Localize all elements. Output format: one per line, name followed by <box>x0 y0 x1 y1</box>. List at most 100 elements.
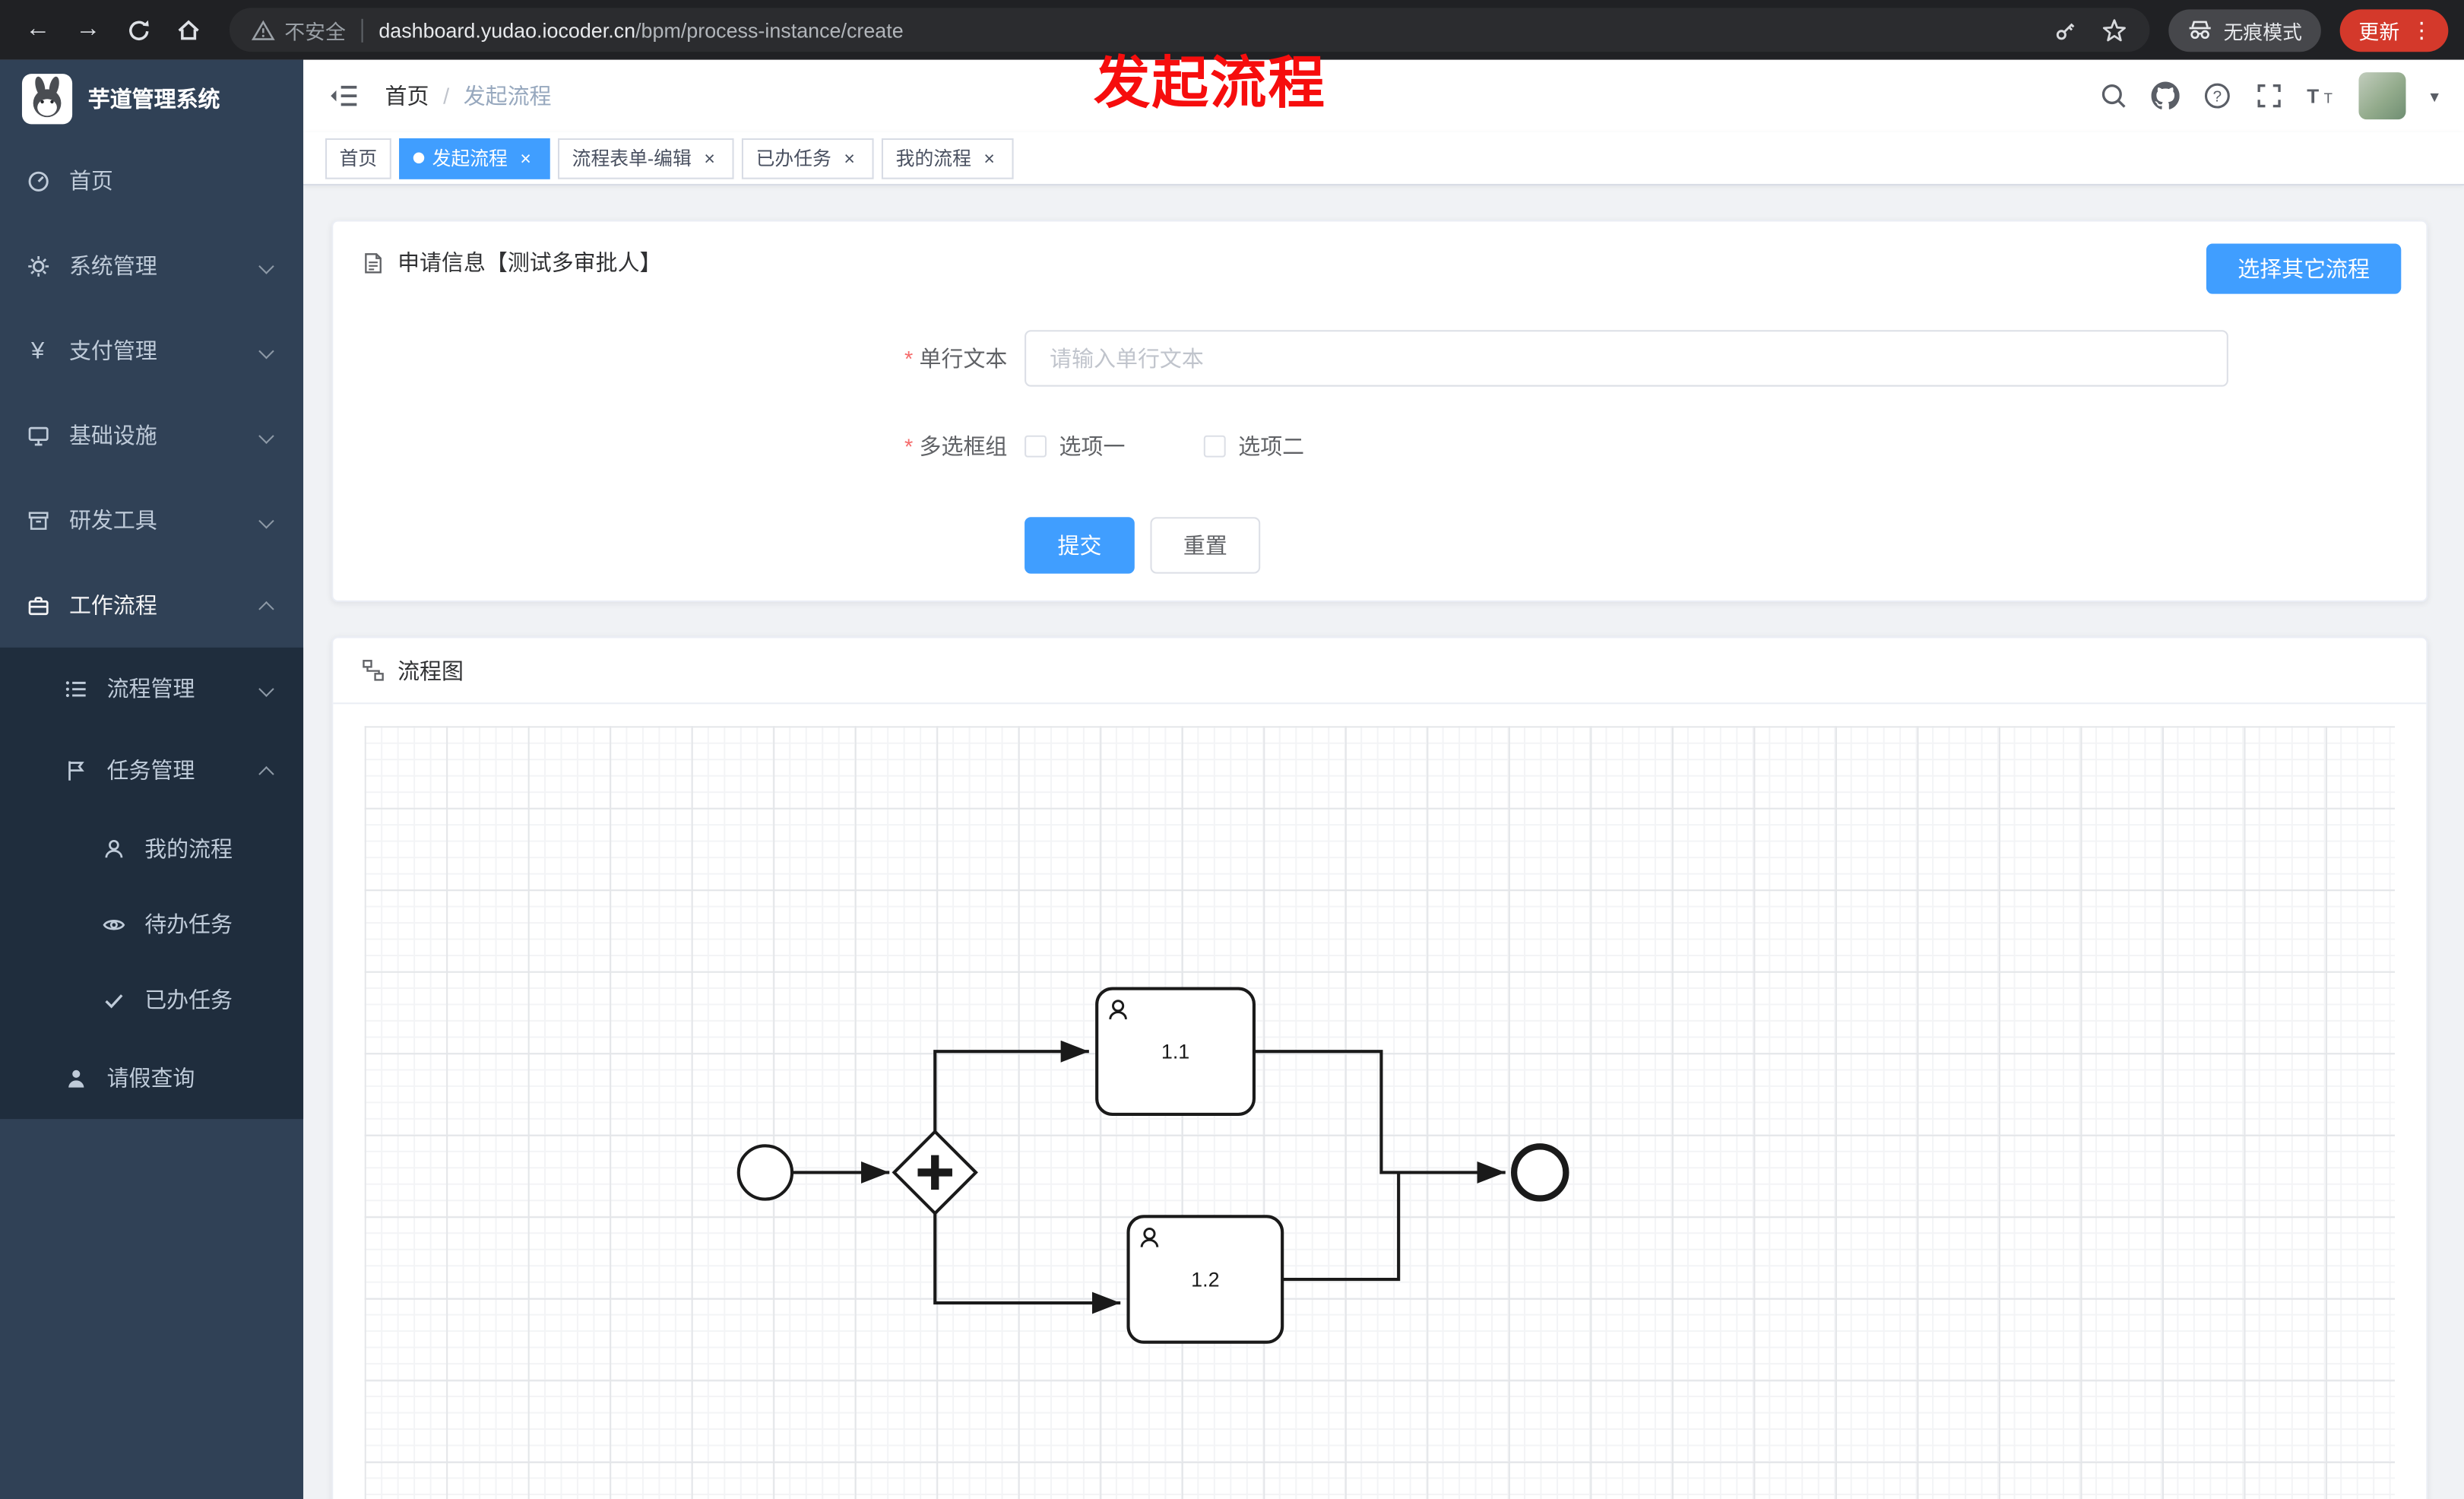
task-label: 1.2 <box>1191 1268 1219 1291</box>
sidebar-item-system[interactable]: 系统管理 <box>0 223 303 309</box>
fullscreen-icon[interactable] <box>2256 82 2284 110</box>
browser-update-button[interactable]: 更新 ⋮ <box>2339 8 2449 52</box>
sequence-flow <box>933 1213 1121 1314</box>
svg-text:T: T <box>2307 84 2320 107</box>
user-avatar[interactable] <box>2359 72 2407 120</box>
sidebar-item-payment[interactable]: ¥ 支付管理 <box>0 308 303 393</box>
close-tab-icon[interactable]: × <box>520 147 531 170</box>
sidebar: 芋道管理系统 首页 系统管理 ¥ 支付管理 基础设施 研发工具 工作 <box>0 59 304 1499</box>
tabs-bar: 首页 发起流程 × 流程表单-编辑 × 已办任务 × 我的流程 × <box>303 132 2464 185</box>
select-other-process-button[interactable]: 选择其它流程 <box>2206 243 2402 294</box>
apply-info-title: 申请信息【测试多审批人】 <box>362 247 661 278</box>
refresh-icon <box>125 17 151 43</box>
user-task-icon <box>1140 1228 1159 1247</box>
home-icon <box>175 16 203 44</box>
required-mark: * <box>904 345 914 371</box>
not-secure-warning-icon <box>251 18 275 42</box>
check-icon <box>100 987 125 1012</box>
avatar-caret-down-icon[interactable]: ▾ <box>2430 87 2439 106</box>
sidebar-item-task-management[interactable]: 任务管理 <box>0 729 303 811</box>
sidebar-item-done-tasks[interactable]: 已办任务 <box>0 962 303 1037</box>
reset-button[interactable]: 重置 <box>1150 517 1261 574</box>
sidebar-item-process-management[interactable]: 流程管理 <box>0 648 303 730</box>
submit-button[interactable]: 提交 <box>1025 517 1135 574</box>
bookmark-star-icon[interactable] <box>2101 17 2127 43</box>
close-tab-icon[interactable]: × <box>983 147 995 170</box>
close-tab-icon[interactable]: × <box>704 147 715 170</box>
eye-icon <box>100 911 125 936</box>
process-diagram-card: 流程图 <box>331 636 2428 1499</box>
tab-home[interactable]: 首页 <box>325 137 391 179</box>
close-tab-icon[interactable]: × <box>844 147 855 170</box>
bpmn-canvas[interactable]: 1.1 1.2 <box>364 726 2396 1499</box>
option-one-checkbox[interactable] <box>1025 435 1047 458</box>
option-two-label: 选项二 <box>1238 433 1305 459</box>
chevron-down-icon <box>258 427 274 443</box>
tab-done-tasks[interactable]: 已办任务 × <box>741 137 874 179</box>
user-task-1-1 <box>1095 987 1256 1116</box>
incognito-icon <box>2187 17 2212 43</box>
search-icon[interactable] <box>2100 82 2128 110</box>
sidebar-fold-button[interactable] <box>328 82 359 110</box>
dashboard-icon <box>25 168 50 193</box>
update-label: 更新 <box>2358 19 2400 43</box>
apply-info-card: 申请信息【测试多审批人】 选择其它流程 *单行文本 *多选框组 选项一 选项二 … <box>331 220 2428 602</box>
security-label: 不安全 <box>284 19 346 43</box>
chevron-down-icon <box>258 342 274 359</box>
sidebar-item-my-processes[interactable]: 我的流程 <box>0 811 303 886</box>
user-task-icon <box>1109 1000 1127 1020</box>
bpmn-diagram: 1.1 1.2 <box>736 987 1569 1344</box>
option-two-checkbox[interactable] <box>1203 435 1226 458</box>
sidebar-item-todo-tasks[interactable]: 待办任务 <box>0 886 303 962</box>
page-url: dashboard.yudao.iocoder.cn/bpm/process-i… <box>378 17 904 42</box>
yen-icon: ¥ <box>30 337 45 364</box>
sequence-flow <box>1253 1050 1506 1184</box>
option-one-label: 选项一 <box>1059 433 1126 459</box>
diagram-card-title: 流程图 <box>333 638 2427 705</box>
user-task-1-2 <box>1126 1215 1284 1344</box>
start-event <box>736 1144 794 1201</box>
document-icon <box>365 252 382 273</box>
chevron-down-icon <box>258 680 274 696</box>
chevron-down-icon <box>258 512 274 528</box>
breadcrumb: 首页 / 发起流程 <box>385 80 552 111</box>
browser-refresh-button[interactable] <box>116 8 160 52</box>
omnibox-divider <box>361 17 363 42</box>
active-dot-icon <box>413 152 425 164</box>
sidebar-logo[interactable]: 芋道管理系统 <box>0 60 303 138</box>
sidebar-item-workflow[interactable]: 工作流程 <box>0 563 303 648</box>
end-event <box>1510 1143 1569 1202</box>
checkbox-group-label: *多选框组 <box>904 433 1008 459</box>
svg-text:T: T <box>2325 90 2333 106</box>
incognito-badge: 无痕模式 <box>2168 8 2321 52</box>
key-icon[interactable] <box>2052 17 2079 43</box>
browser-home-button[interactable] <box>166 8 211 52</box>
person-icon <box>63 1066 88 1091</box>
incognito-label: 无痕模式 <box>2223 21 2303 43</box>
sidebar-item-leave-query[interactable]: 请假查询 <box>0 1038 303 1120</box>
flag-icon <box>63 758 88 783</box>
tab-start-process[interactable]: 发起流程 × <box>399 137 550 179</box>
sidebar-item-infrastructure[interactable]: 基础设施 <box>0 393 303 478</box>
sidebar-item-home[interactable]: 首页 <box>0 138 303 223</box>
breadcrumb-home-link[interactable]: 首页 <box>385 83 429 109</box>
breadcrumb-separator: / <box>443 83 450 109</box>
logo-rabbit-icon <box>21 74 73 125</box>
sequence-flow <box>933 1040 1089 1132</box>
back-arrow-icon: ← <box>25 15 51 43</box>
svg-text:?: ? <box>2214 88 2223 106</box>
browser-menu-icon[interactable]: ⋮ <box>2410 16 2433 42</box>
tab-form-edit[interactable]: 流程表单-编辑 × <box>558 137 734 179</box>
sidebar-item-devtools[interactable]: 研发工具 <box>0 478 303 563</box>
briefcase-icon <box>25 592 50 617</box>
tab-my-processes[interactable]: 我的流程 × <box>882 137 1014 179</box>
browser-back-button[interactable]: ← <box>16 8 60 52</box>
help-icon[interactable]: ? <box>2204 82 2232 110</box>
browser-forward-button[interactable]: → <box>66 8 110 52</box>
address-bar[interactable]: 不安全 dashboard.yudao.iocoder.cn/bpm/proce… <box>229 8 2150 52</box>
github-icon[interactable] <box>2152 81 2181 110</box>
workflow-submenu: 流程管理 任务管理 我的流程 待办任务 已办任务 请假 <box>0 647 304 1120</box>
single-line-text-input[interactable] <box>1025 330 2228 387</box>
